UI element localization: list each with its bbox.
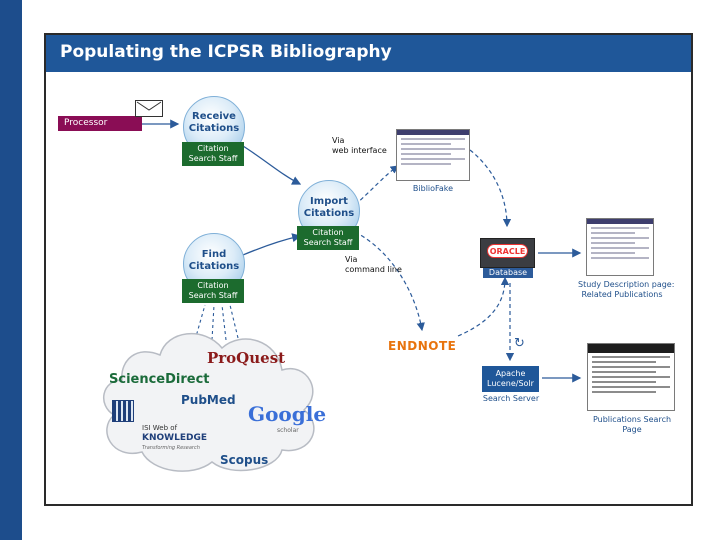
solr-server: Apache Lucene/Solr (482, 366, 539, 392)
isi-globe-icon (112, 400, 134, 422)
arrow-find-to-import (242, 233, 302, 256)
import-staff-badge: Citation Search Staff (297, 226, 359, 250)
pubmed-logo: PubMed (181, 393, 236, 407)
find-staff-badge: Citation Search Staff (182, 279, 244, 303)
via-web-line1: Via (332, 136, 345, 145)
arrow-import-to-endnote (354, 231, 425, 332)
left-accent-bar (0, 0, 22, 540)
receive-label-line1: Receive (192, 111, 236, 122)
proquest-logo: ProQuest (207, 349, 286, 367)
via-command-note: Via command line (345, 255, 402, 275)
study-page-screenshot (586, 218, 654, 276)
solr-line2: Lucene/Solr (487, 379, 534, 388)
sciencedirect-logo: ScienceDirect (109, 372, 210, 387)
import-staff-line1: Citation (312, 228, 344, 237)
find-citations-label: Find Citations (183, 249, 245, 273)
oracle-logo: ORACLE (487, 244, 528, 258)
isi-web-label: ISI Web of (142, 424, 178, 432)
google-scholar-label: scholar (277, 427, 299, 434)
find-staff-line2: Search Staff (188, 291, 238, 300)
arrow-receive-to-import (242, 145, 302, 185)
isi-tagline: Transforming Research (142, 445, 200, 451)
import-citations-label: Import Citations (298, 196, 360, 220)
arrow-import-to-bibliofake (354, 165, 399, 206)
arrow-endnote-to-database (457, 276, 510, 337)
refresh-icon: ↻ (514, 336, 525, 351)
title-bar (46, 35, 691, 72)
processor-label: Processor (58, 116, 142, 131)
receive-staff-line2: Search Staff (188, 154, 238, 163)
solr-line1: Apache (495, 369, 526, 378)
via-web-note: Via web interface (332, 136, 387, 156)
pub-search-line1: Publications Search (592, 415, 672, 424)
study-page-caption: Study Description page: Related Publicat… (578, 280, 675, 300)
sources-cloud (103, 333, 315, 472)
database-label: Database (483, 268, 533, 278)
receive-staff-badge: Citation Search Staff (182, 142, 244, 166)
import-label-line2: Citations (303, 208, 355, 219)
receive-staff-line1: Citation (197, 144, 229, 153)
knowledge-logo: KNOWLEDGE (142, 433, 207, 443)
google-logo: Google (248, 402, 327, 426)
pub-search-line2: Page (622, 425, 642, 434)
envelope-icon (135, 100, 163, 117)
find-label-line1: Find (201, 249, 227, 260)
via-cmd-line2: command line (345, 265, 402, 274)
study-page-line1: Study Description page: (578, 280, 675, 289)
via-web-line2: web interface (332, 146, 387, 155)
receive-citations-label: Receive Citations (183, 111, 245, 135)
import-label-line1: Import (310, 196, 348, 207)
find-staff-line1: Citation (197, 281, 229, 290)
slide-title: Populating the ICPSR Bibliography (60, 42, 392, 62)
bibliofake-screenshot (396, 129, 470, 181)
dashes-cloud-to-find (194, 304, 239, 341)
import-staff-line2: Search Staff (303, 238, 353, 247)
receive-label-line2: Citations (188, 123, 240, 134)
via-cmd-line1: Via (345, 255, 358, 264)
bibliofake-label: BiblioFake (412, 184, 454, 193)
publications-search-screenshot (587, 343, 675, 411)
study-page-line2: Related Publications (581, 290, 663, 299)
scopus-logo: Scopus (220, 453, 269, 467)
endnote-logo: ENDNOTE (388, 339, 457, 353)
search-server-caption: Search Server (482, 394, 540, 403)
publications-search-caption: Publications Search Page (590, 415, 674, 435)
arrow-bibliofake-to-database (469, 149, 512, 228)
find-label-line2: Citations (188, 261, 240, 272)
